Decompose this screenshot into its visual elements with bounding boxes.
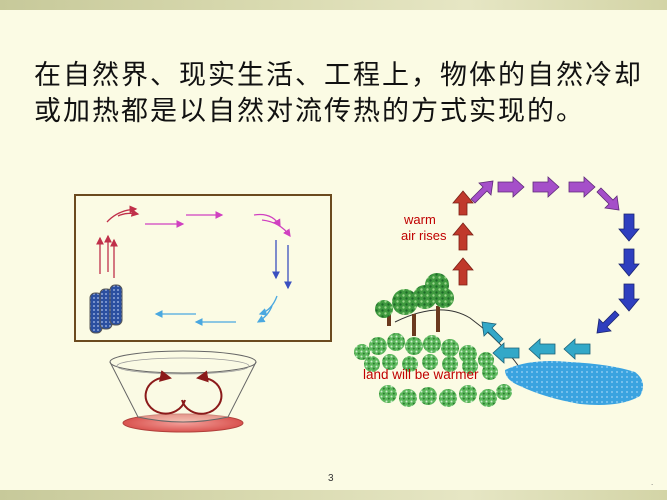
upper-flow-arrows (470, 176, 620, 211)
tree-icon (375, 300, 393, 318)
heater-icon (89, 284, 123, 334)
sea-water (505, 361, 644, 405)
shrubs (354, 333, 512, 407)
top-decor-bar (0, 0, 667, 10)
room-convection-diagram (74, 194, 332, 342)
heated-bowl-diagram (109, 350, 257, 433)
land-warmer-label: land will be warmer (363, 367, 479, 382)
air-rises-label: air rises (401, 228, 447, 243)
footer-dot: . (651, 478, 654, 487)
sinking-air-arrows (596, 213, 640, 334)
page-number: 3 (328, 473, 334, 484)
warm-label: warm (404, 212, 436, 227)
tree-icon (434, 288, 454, 308)
rising-air-arrows (452, 190, 474, 286)
slide-heading: 在自然界、现实生活、工程上，物体的自然冷却或加热都是以自然对流传热的方式实现的。 (34, 60, 643, 127)
bottom-decor-bar (0, 490, 667, 500)
surface-breeze-arrows (481, 321, 591, 364)
sea-breeze-diagram (354, 176, 644, 407)
tree-icon (392, 289, 418, 315)
